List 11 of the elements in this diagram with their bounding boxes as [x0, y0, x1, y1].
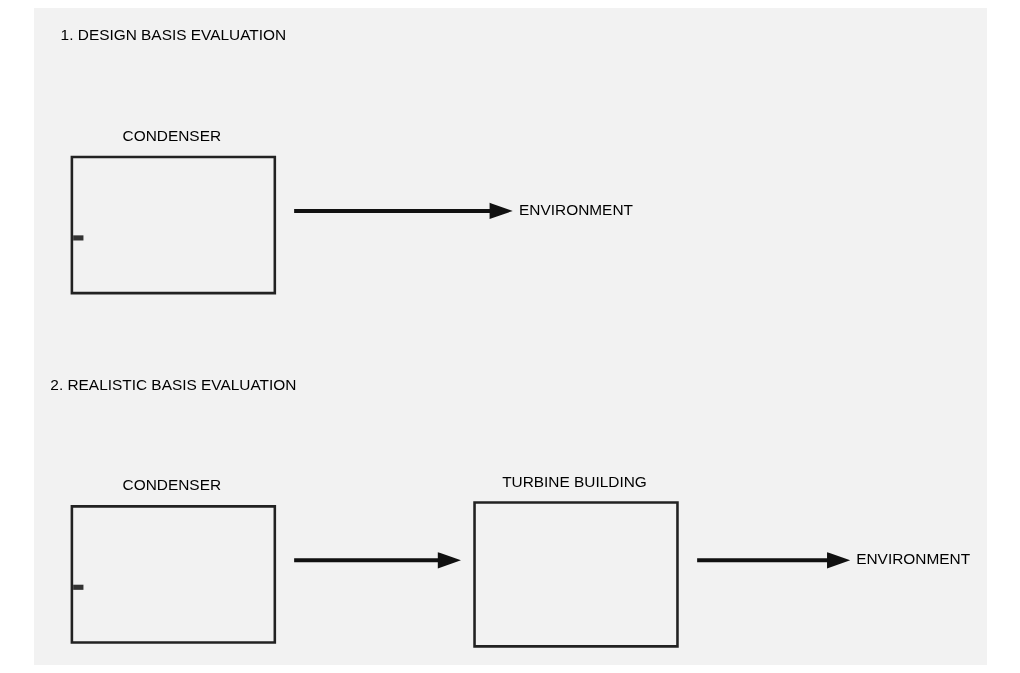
arrow [696, 552, 850, 569]
label: 2. REALISTIC BASIS EVALUATION [49, 375, 296, 393]
label: 1. DESIGN BASIS EVALUATION [60, 26, 286, 44]
node-box [472, 501, 679, 648]
node-label: TURBINE BUILDING [501, 472, 647, 490]
node-text: ENVIRONMENT [518, 200, 633, 218]
node-label: CONDENSER [122, 127, 221, 145]
node-text: ENVIRONMENT [855, 550, 970, 568]
arrow [293, 552, 461, 569]
arrow [293, 202, 513, 220]
node-label: CONDENSER [122, 476, 221, 494]
